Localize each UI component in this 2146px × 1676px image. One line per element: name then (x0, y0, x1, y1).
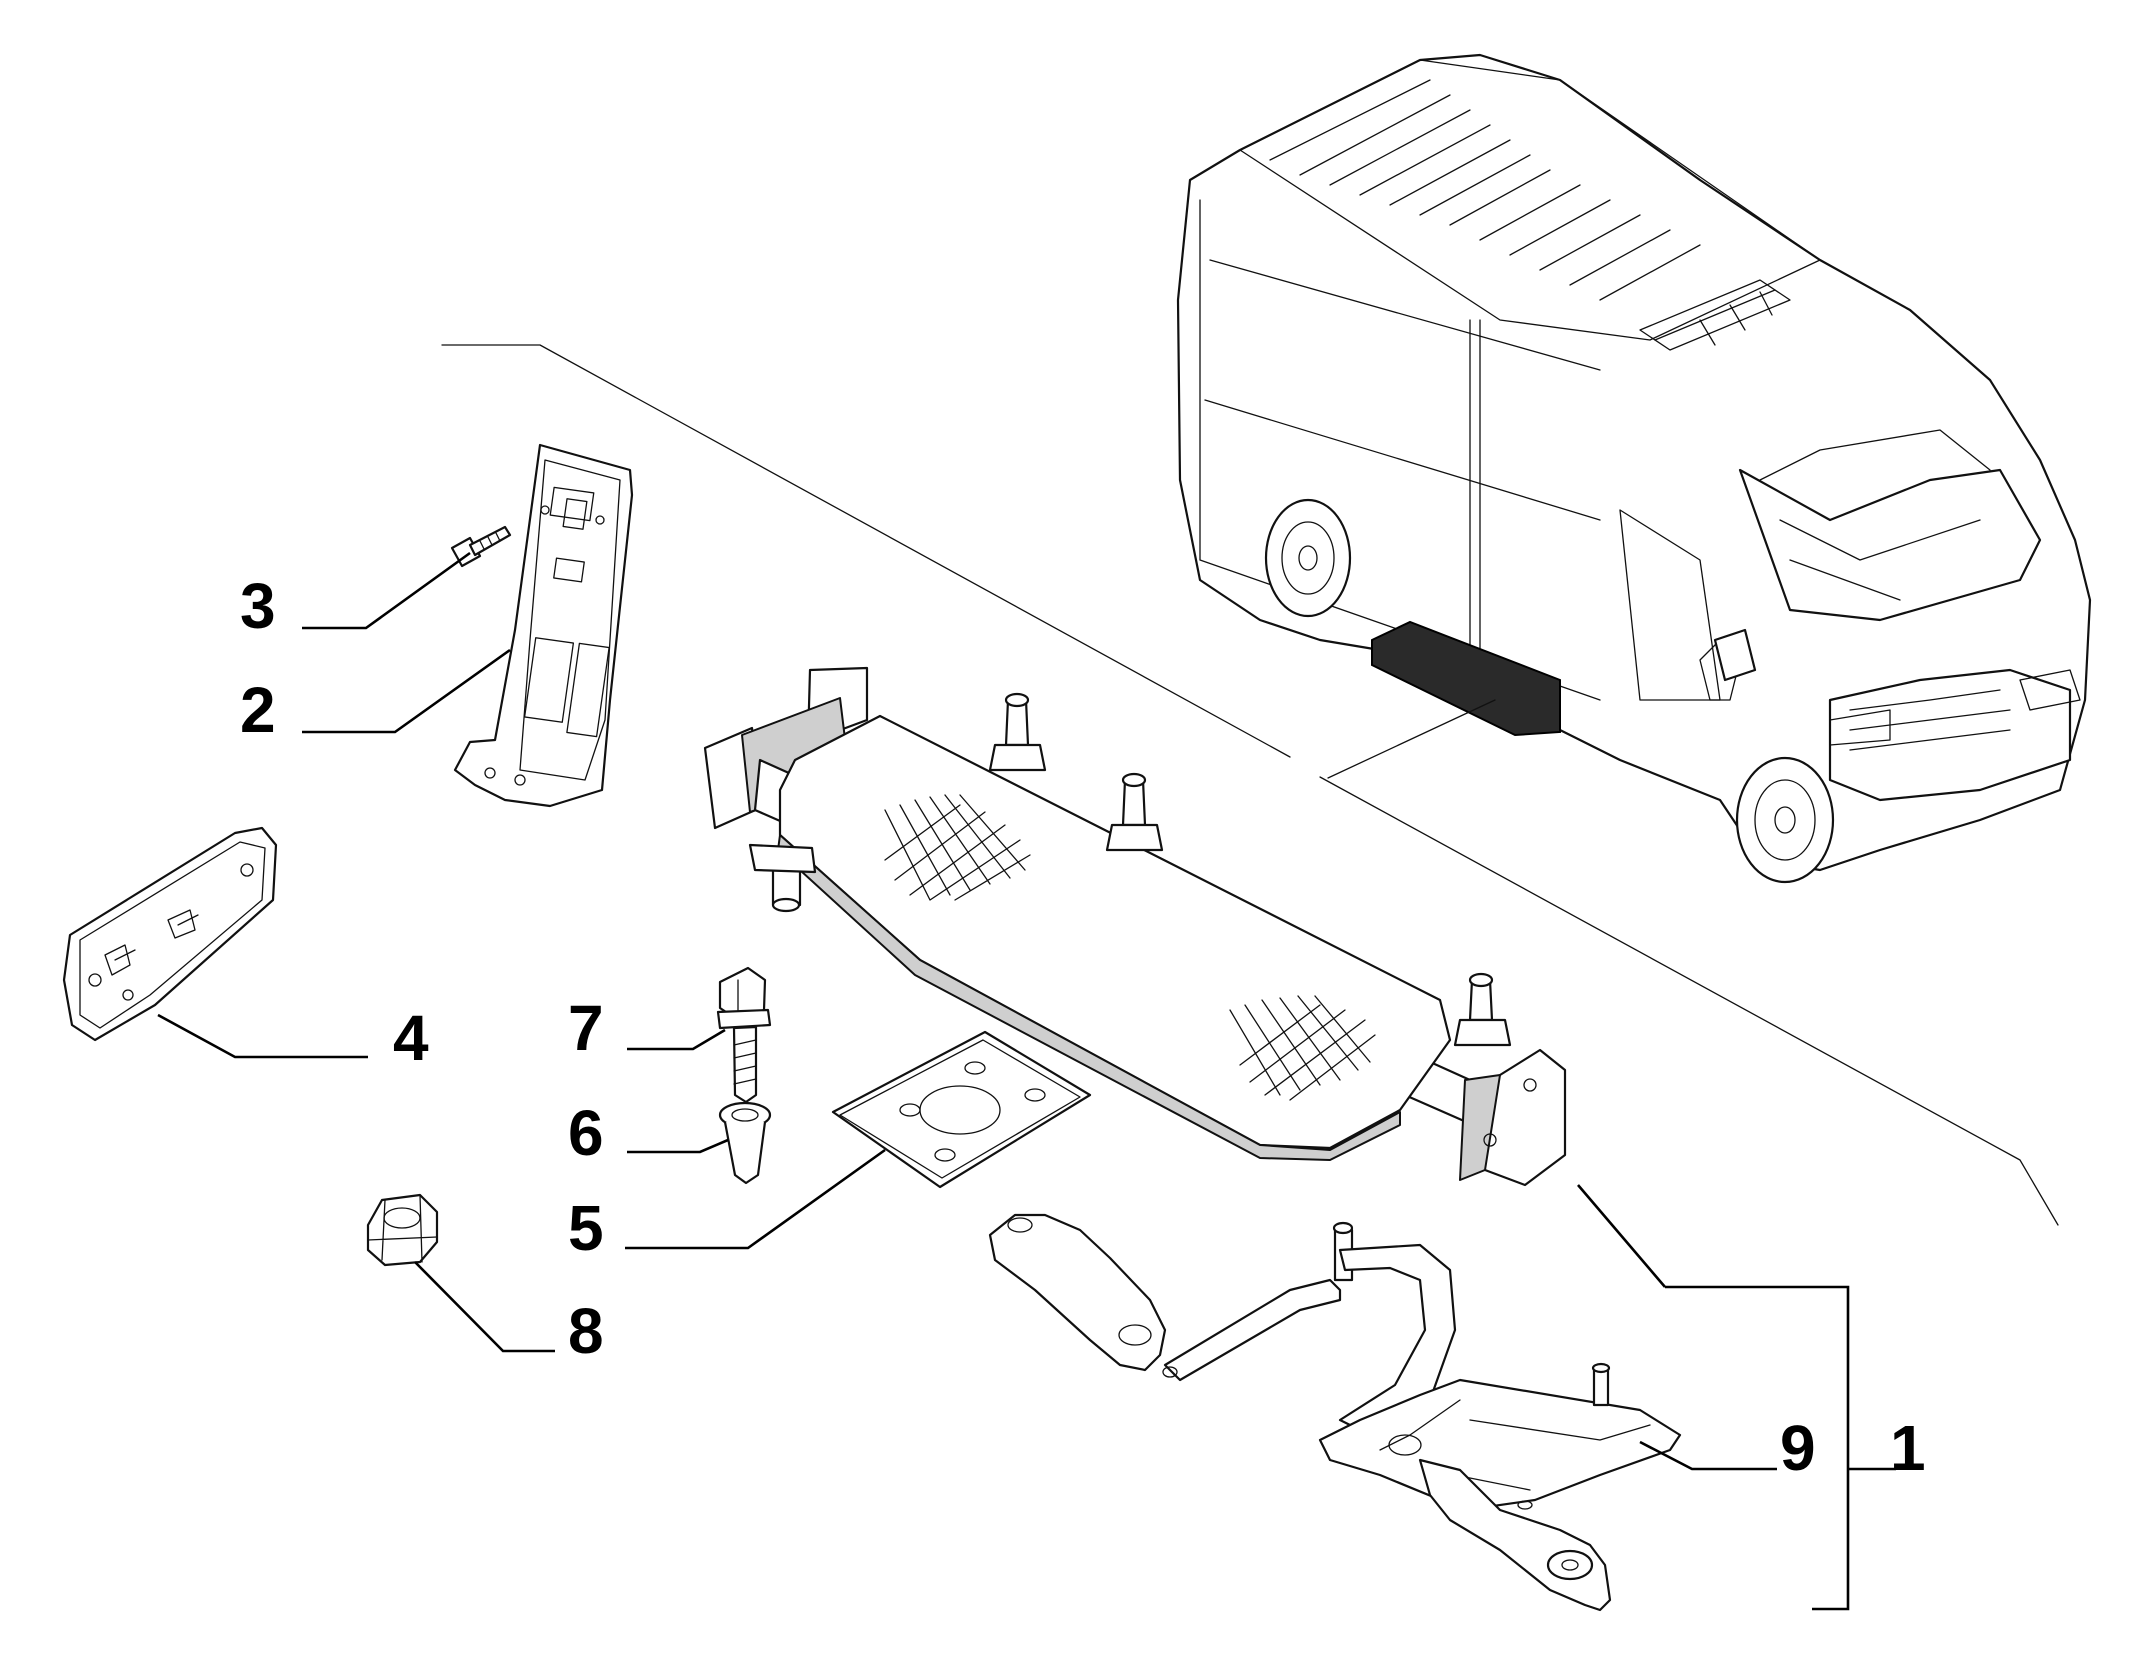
assembly-guide-line (441, 344, 2059, 1226)
callout-2: 2 (240, 674, 276, 746)
callout-5: 5 (568, 1192, 604, 1264)
part-9-linkage-arm (988, 1213, 1682, 1612)
callout-8: 8 (568, 1295, 604, 1367)
leader-4 (157, 1013, 368, 1059)
callout-numbers: 3 2 4 7 6 5 8 9 1 (240, 570, 1926, 1484)
part-7-flange-bolt (716, 966, 772, 1104)
part-4-cover-plate (62, 826, 278, 1042)
part-8-flange-nut (366, 1193, 439, 1267)
callout-1: 1 (1890, 1412, 1926, 1484)
leader-1-bracket (1577, 1184, 1896, 1611)
step-assembly (703, 666, 1567, 1187)
van-illustration (1176, 53, 2092, 884)
leader-3 (302, 551, 471, 630)
leader-lines (157, 551, 1896, 1611)
leader-8 (414, 1261, 555, 1353)
leader-5 (625, 1148, 886, 1250)
part-3-screw (450, 525, 512, 568)
callout-6: 6 (568, 1097, 604, 1169)
callout-4: 4 (393, 1002, 429, 1074)
part-6-rivet-nut (718, 1101, 772, 1185)
callout-3: 3 (240, 570, 276, 642)
leader-6 (627, 1138, 729, 1154)
callout-9: 9 (1780, 1412, 1816, 1484)
leader-2 (302, 648, 511, 734)
part-2-mounting-bracket (453, 443, 634, 808)
leader-7 (627, 1028, 726, 1051)
step-location-highlight (1371, 620, 1561, 737)
callout-7: 7 (568, 992, 604, 1064)
part-5-gasket (831, 1030, 1092, 1189)
leader-9 (1639, 1440, 1777, 1471)
